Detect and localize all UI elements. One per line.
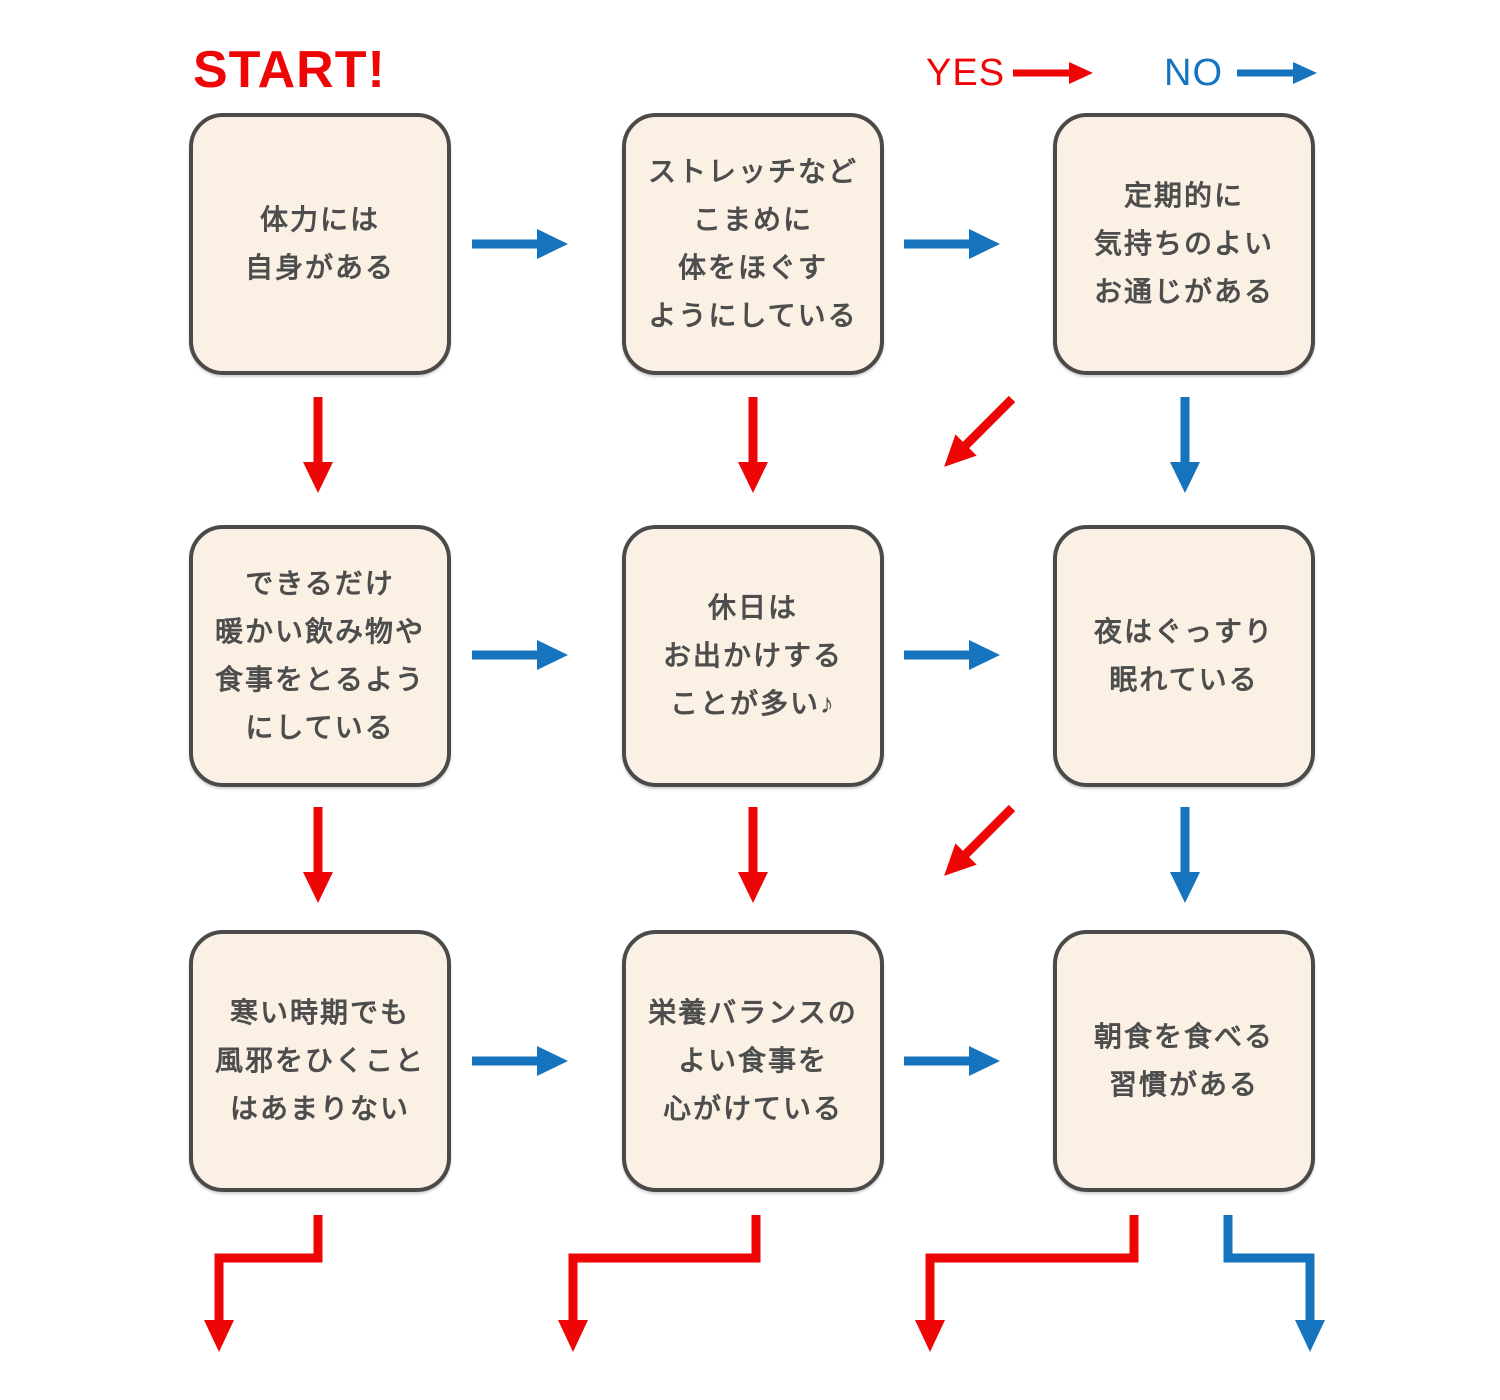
flow-box-outing-text: 休日は お出かけする ことが多い♪ <box>662 591 843 720</box>
arrow-yes-bowel-to-outing-diagonal <box>933 388 1023 478</box>
flow-box-bowel: 定期的に 気持ちのよい お通じがある <box>1053 113 1315 375</box>
flow-box-no-colds-text: 寒い時期でも 風邪をひくこと はあまりない <box>214 996 425 1125</box>
flow-box-nutrition-text: 栄養バランスの よい食事を 心がけている <box>648 996 858 1125</box>
flow-box-stamina-text: 体力には 自身がある <box>244 203 395 283</box>
arrow-yes-no-colds-exit <box>204 1215 323 1352</box>
arrow-no-stretch-to-bowel <box>904 229 1000 259</box>
flow-box-warm-meals-text: できるだけ 暖かい飲み物や 食事をとるよう にしている <box>214 567 425 744</box>
flow-box-breakfast: 朝食を食べる 習慣がある <box>1053 930 1315 1192</box>
flow-box-breakfast-text: 朝食を食べる 習慣がある <box>1093 1020 1274 1100</box>
arrow-yes-breakfast-exit <box>915 1215 1139 1352</box>
arrow-yes-warm-meals-to-no-colds <box>303 807 333 903</box>
arrow-yes-sleep-to-nutrition-diagonal <box>933 797 1023 887</box>
flow-box-sleep: 夜はぐっすり 眠れている <box>1053 525 1315 787</box>
arrow-no-sleep-to-breakfast <box>1170 807 1200 903</box>
start-label: START! <box>193 41 386 99</box>
arrow-yes-nutrition-exit <box>558 1215 761 1352</box>
arrow-no-bowel-to-sleep <box>1170 397 1200 493</box>
flow-box-no-colds: 寒い時期でも 風邪をひくこと はあまりない <box>189 930 451 1192</box>
arrow-no-breakfast-exit <box>1223 1215 1325 1352</box>
flow-box-bowel-text: 定期的に 気持ちのよい お通じがある <box>1093 179 1274 308</box>
arrow-no-no-colds-to-nutrition <box>472 1046 568 1076</box>
legend-no-label: NO <box>1164 52 1223 94</box>
flow-box-outing: 休日は お出かけする ことが多い♪ <box>622 525 884 787</box>
arrow-yes-stretch-to-outing <box>738 397 768 493</box>
arrow-no-nutrition-to-breakfast <box>904 1046 1000 1076</box>
arrow-yes-outing-to-nutrition <box>738 807 768 903</box>
flow-box-sleep-text: 夜はぐっすり 眠れている <box>1093 615 1274 695</box>
arrow-no-outing-to-sleep <box>904 640 1000 670</box>
arrow-yes-stamina-to-warm-meals <box>303 397 333 493</box>
flow-box-stamina: 体力には 自身がある <box>189 113 451 375</box>
flow-box-nutrition: 栄養バランスの よい食事を 心がけている <box>622 930 884 1192</box>
flow-box-stretch-text: ストレッチなど こまめに 体をほぐす ようにしている <box>647 155 858 332</box>
flow-box-stretch: ストレッチなど こまめに 体をほぐす ようにしている <box>622 113 884 375</box>
legend-yes-label: YES <box>926 52 1006 94</box>
legend-no-arrow-icon <box>1237 62 1317 84</box>
flow-box-warm-meals: できるだけ 暖かい飲み物や 食事をとるよう にしている <box>189 525 451 787</box>
legend-yes-arrow-icon <box>1013 62 1093 84</box>
arrow-no-warm-meals-to-outing <box>472 640 568 670</box>
arrow-no-stamina-to-stretch <box>472 229 568 259</box>
